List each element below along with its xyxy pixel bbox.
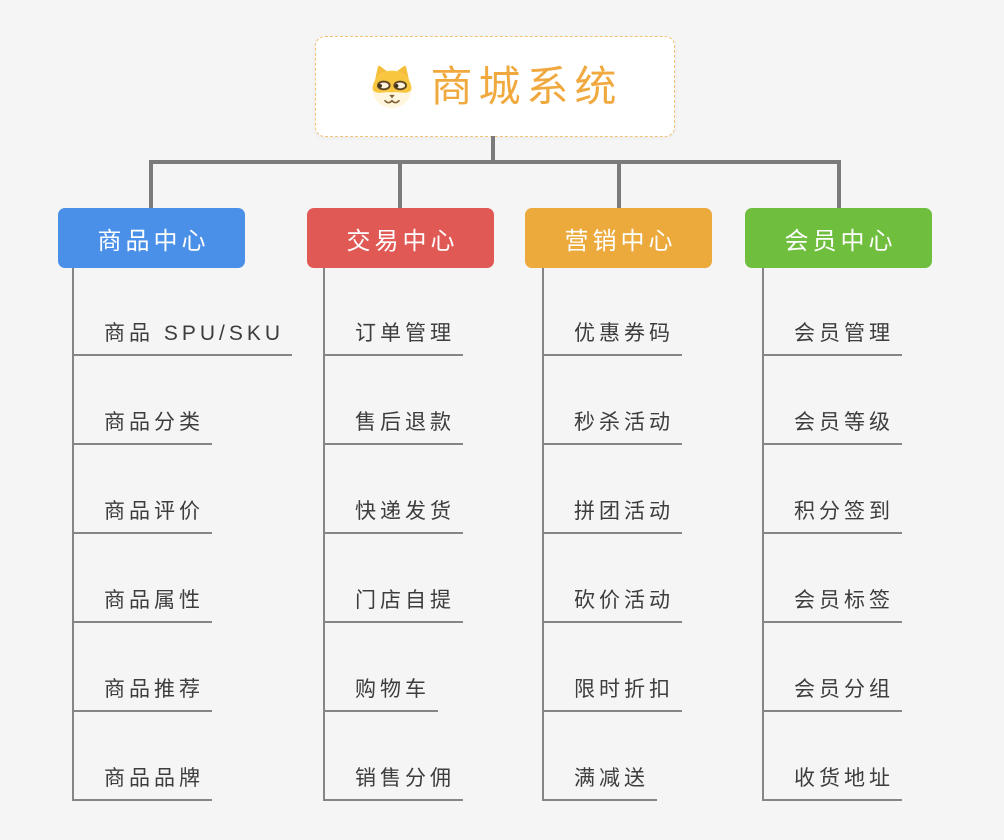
branch-node-label: 商品中心 bbox=[97, 227, 210, 255]
branch-node-member-center[interactable]: 会员中心 bbox=[745, 208, 932, 268]
leaf-node[interactable]: 优惠券码 bbox=[542, 321, 682, 356]
connector-line bbox=[491, 136, 495, 162]
leaf-node[interactable]: 砍价活动 bbox=[542, 588, 682, 623]
connector-line bbox=[323, 268, 325, 801]
leaf-node[interactable]: 限时折扣 bbox=[542, 677, 682, 712]
leaf-node[interactable]: 秒杀活动 bbox=[542, 410, 682, 445]
leaf-node[interactable]: 商品品牌 bbox=[72, 766, 212, 801]
connector-line bbox=[149, 160, 841, 164]
connector-line bbox=[398, 160, 402, 212]
leaf-node[interactable]: 售后退款 bbox=[323, 410, 463, 445]
branch-node-product-center[interactable]: 商品中心 bbox=[58, 208, 245, 268]
leaf-node[interactable]: 商品属性 bbox=[72, 588, 212, 623]
leaf-node[interactable]: 收货地址 bbox=[762, 766, 902, 801]
connector-line bbox=[837, 160, 841, 212]
branch-node-label: 交易中心 bbox=[346, 227, 459, 255]
dog-face-icon bbox=[367, 64, 417, 110]
leaf-node[interactable]: 订单管理 bbox=[323, 321, 463, 356]
leaf-node[interactable]: 购物车 bbox=[323, 677, 438, 712]
leaf-node[interactable]: 拼团活动 bbox=[542, 499, 682, 534]
leaf-node[interactable]: 会员管理 bbox=[762, 321, 902, 356]
connector-line bbox=[149, 160, 153, 212]
leaf-node[interactable]: 积分签到 bbox=[762, 499, 902, 534]
leaf-node[interactable]: 门店自提 bbox=[323, 588, 463, 623]
branch-node-label: 营销中心 bbox=[564, 227, 677, 255]
leaf-node[interactable]: 快递发货 bbox=[323, 499, 463, 534]
leaf-node[interactable]: 商品推荐 bbox=[72, 677, 212, 712]
leaf-node[interactable]: 商品 SPU/SKU bbox=[72, 321, 293, 356]
connector-line bbox=[617, 160, 621, 212]
leaf-node[interactable]: 会员标签 bbox=[762, 588, 902, 623]
leaf-node[interactable]: 会员分组 bbox=[762, 677, 902, 712]
branch-node-marketing-center[interactable]: 营销中心 bbox=[525, 208, 712, 268]
leaf-node[interactable]: 销售分佣 bbox=[323, 766, 463, 801]
leaf-node[interactable]: 会员等级 bbox=[762, 410, 902, 445]
branch-node-trade-center[interactable]: 交易中心 bbox=[307, 208, 494, 268]
branch-node-label: 会员中心 bbox=[784, 227, 897, 255]
connector-line bbox=[72, 268, 74, 801]
root-node-label: 商城系统 bbox=[430, 62, 623, 110]
connector-line bbox=[762, 268, 764, 801]
root-node[interactable]: 商城系统 bbox=[315, 36, 675, 137]
leaf-node[interactable]: 商品分类 bbox=[72, 410, 212, 445]
leaf-node[interactable]: 商品评价 bbox=[72, 499, 212, 534]
connector-line bbox=[542, 268, 544, 801]
leaf-node[interactable]: 满减送 bbox=[542, 766, 657, 801]
